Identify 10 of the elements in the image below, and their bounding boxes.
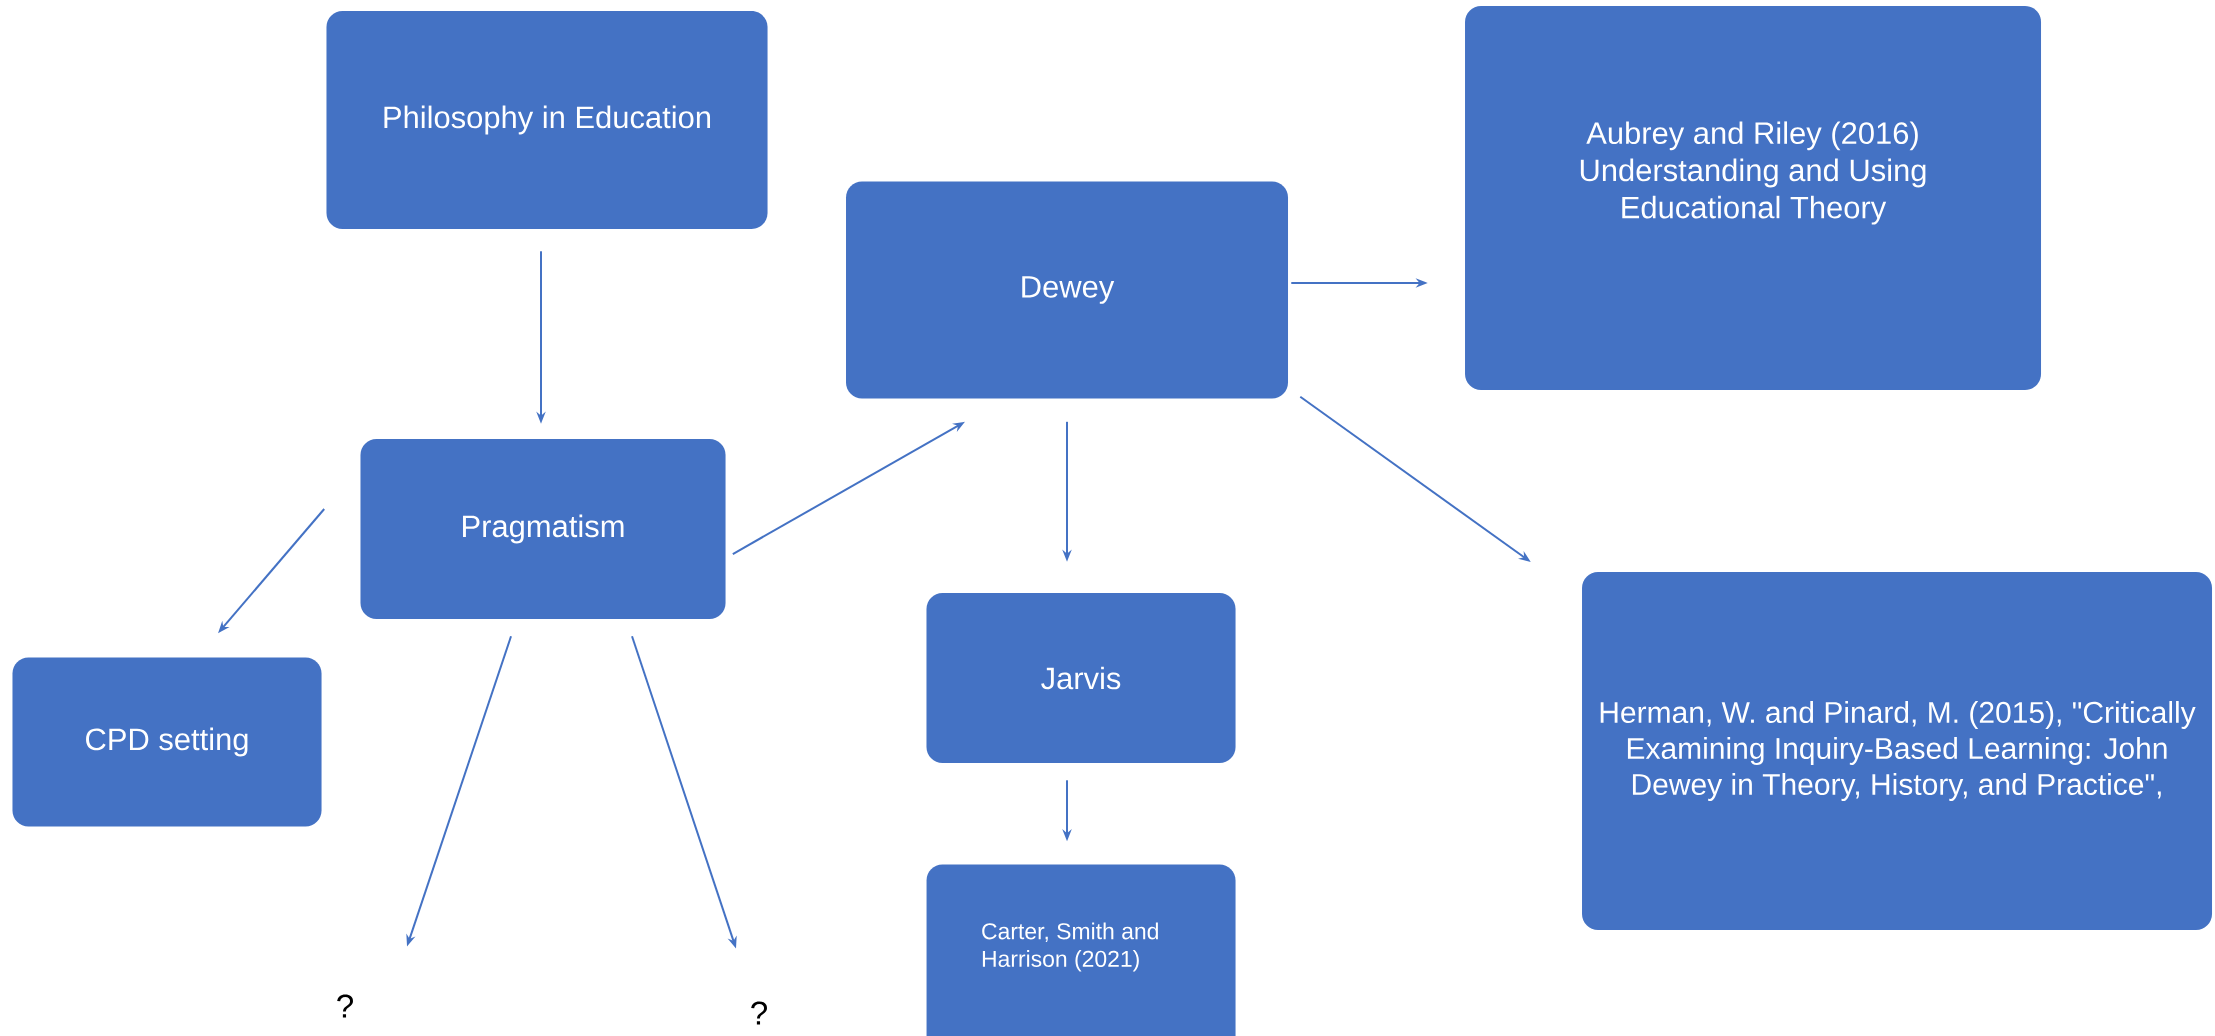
concept-box: Aubrey and Riley (2016) Understanding and Using Educational Theory — [1465, 6, 2042, 390]
concept-box: CPD setting — [12, 657, 322, 827]
question-mark: ? — [337, 994, 353, 1018]
concept-box: Pragmatism — [360, 439, 726, 619]
concept-box: Carter, Smith and Harrison (2021) — [926, 864, 1236, 1036]
concept-box: Dewey — [846, 181, 1288, 399]
concept-box: Herman, W. and Pinard, M. (2015), "Critically Examining Inquiry-Based Learning: John Dewey in Theory, History, and Practice", — [1582, 572, 2213, 930]
concept-box: Philosophy in Education — [326, 11, 768, 229]
question-mark: ? — [751, 1001, 767, 1025]
concept-box: Jarvis — [926, 593, 1236, 763]
